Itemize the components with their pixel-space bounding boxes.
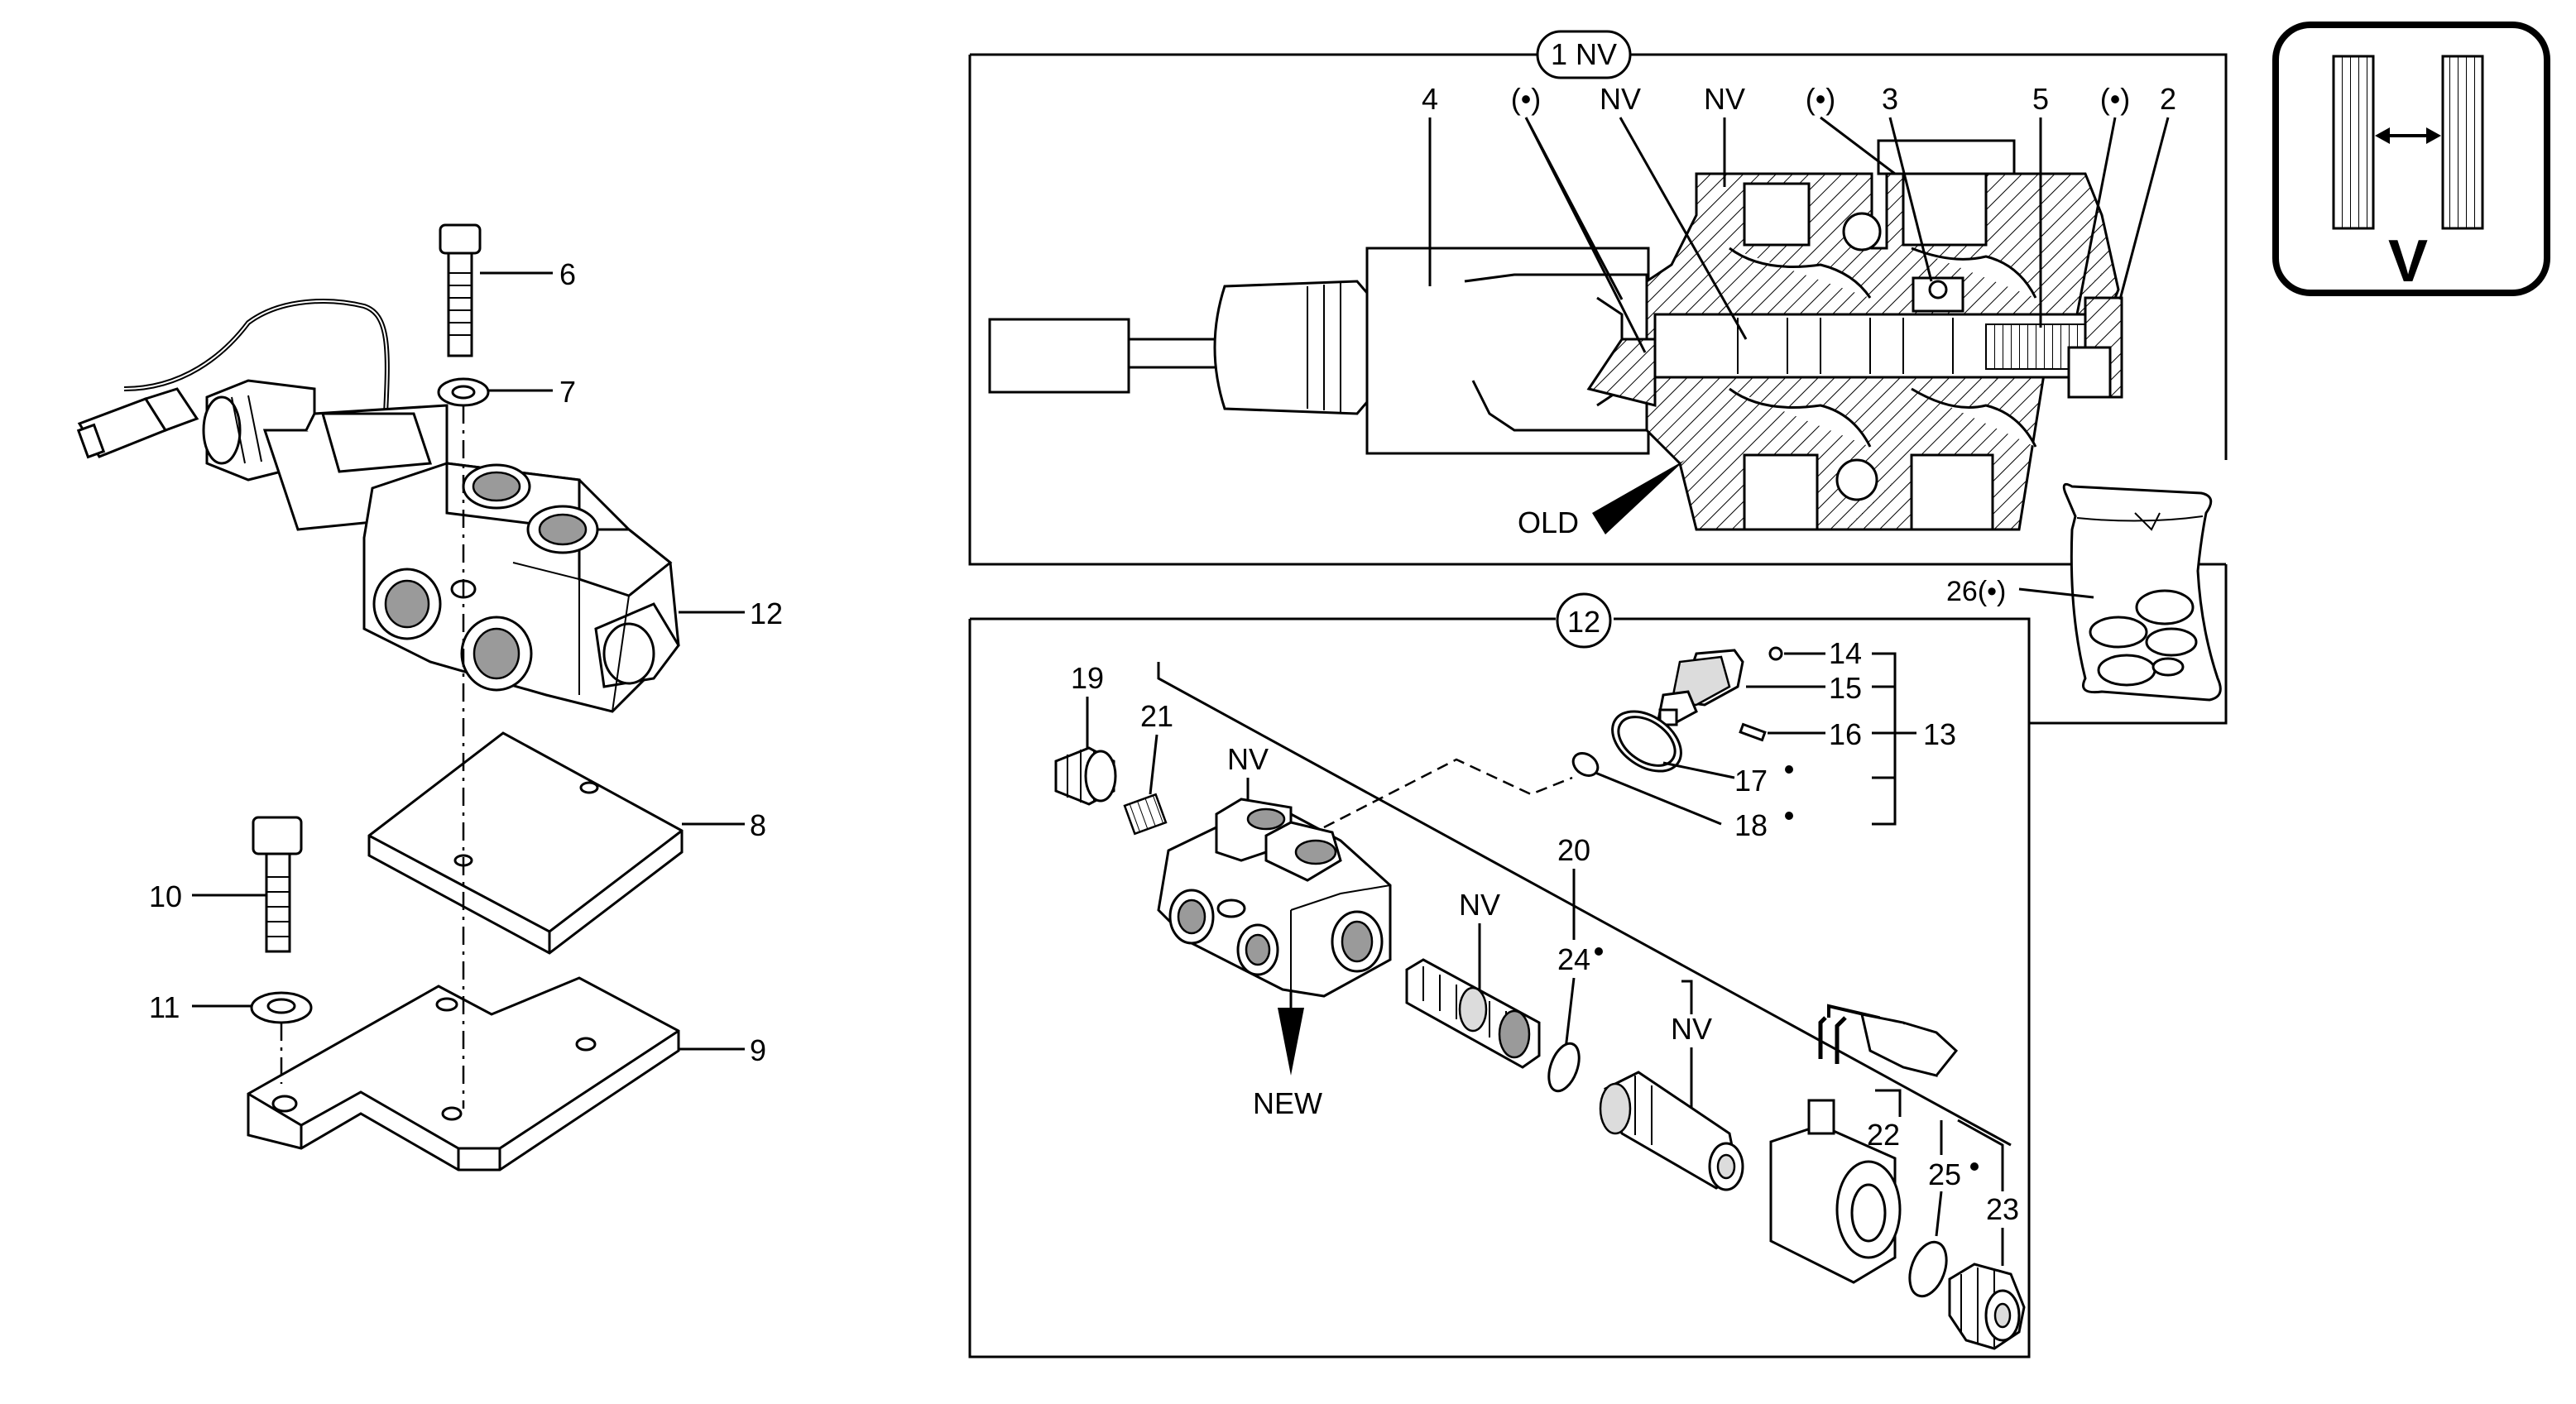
spool-cartridge	[1405, 958, 1541, 1069]
label-7: 7	[559, 375, 576, 409]
label-26: 26(•)	[1946, 576, 2006, 607]
plate-8	[367, 731, 684, 955]
label-dot-b: (•)	[1806, 82, 1836, 116]
seal-kit-bag-26	[2062, 482, 2222, 702]
cartridge-21	[1123, 793, 1168, 836]
v-letter: V	[2388, 228, 2428, 295]
plug-19	[1054, 746, 1117, 806]
label-22: 22	[1867, 1118, 1900, 1152]
oring-18	[1571, 752, 1600, 777]
label-nv-e: NV	[1671, 1012, 1712, 1046]
v-symbol: V	[2272, 22, 2550, 296]
bolt-10	[252, 816, 303, 953]
label-11: 11	[149, 990, 180, 1024]
valve-block-12	[76, 299, 680, 713]
pin-16	[1739, 722, 1767, 742]
label-14: 14	[1829, 636, 1862, 670]
label-nv-b: NV	[1704, 82, 1745, 116]
oring-25	[1908, 1240, 1948, 1298]
label-4: 4	[1422, 82, 1438, 116]
label-15: 15	[1829, 671, 1862, 705]
label-5: 5	[2032, 82, 2049, 116]
label-21: 21	[1140, 699, 1173, 733]
label-8: 8	[750, 808, 766, 842]
label-6: 6	[559, 257, 576, 291]
label-24: 24	[1557, 942, 1590, 976]
label-20: 20	[1557, 833, 1590, 867]
badge-12-text: 12	[1567, 605, 1600, 639]
oring-24	[1547, 1042, 1581, 1093]
label-nv-c: NV	[1227, 742, 1269, 776]
badge-12	[1556, 592, 1612, 649]
solenoid-tube	[1599, 1071, 1744, 1191]
label-23: 23	[1986, 1192, 2019, 1226]
ball-14	[1768, 646, 1783, 661]
relief-valve-15	[1657, 649, 1744, 726]
nut-23	[1948, 1263, 2026, 1350]
exploded-view-new: 12 19 21 NV	[968, 564, 2228, 1358]
label-nv-d: NV	[1459, 888, 1500, 922]
label-dot-a: (•)	[1511, 82, 1542, 116]
valve-block-new	[1157, 798, 1392, 998]
label-10: 10	[149, 879, 182, 913]
badge-1nv	[1536, 30, 1632, 79]
label-9: 9	[750, 1033, 766, 1067]
label-12: 12	[750, 597, 783, 630]
label-3: 3	[1882, 82, 1898, 116]
label-16: 16	[1829, 717, 1862, 751]
badge-1nv-text: 1 NV	[1551, 37, 1617, 71]
label-25: 25	[1928, 1157, 1961, 1191]
washer-7	[437, 377, 490, 407]
label-nv-a: NV	[1600, 82, 1641, 116]
label-old: OLD	[1518, 506, 1579, 539]
bolt-6	[439, 223, 482, 357]
coil-22	[1769, 1004, 1959, 1284]
label-18: 18	[1734, 808, 1768, 842]
washer-11	[250, 991, 313, 1024]
label-13: 13	[1923, 717, 1956, 751]
leader-26	[2018, 587, 2094, 599]
label-19: 19	[1071, 661, 1104, 695]
label-new: NEW	[1253, 1086, 1322, 1120]
label-dot-c: (•)	[2100, 82, 2131, 116]
label-2: 2	[2160, 82, 2176, 116]
label-17: 17	[1734, 764, 1768, 798]
left-assembly: 6 7	[76, 223, 783, 1172]
section-view-old: 1 NV	[968, 30, 2228, 566]
